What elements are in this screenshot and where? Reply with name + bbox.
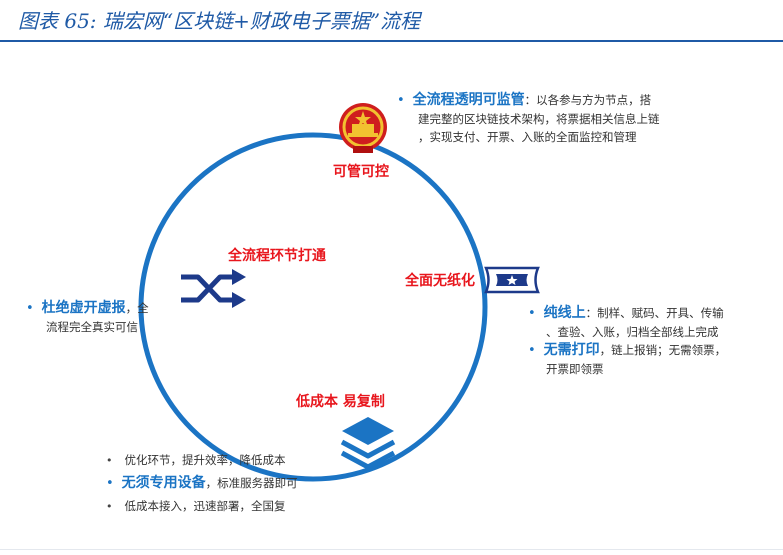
note-top-highlight: 全流程透明可监管 bbox=[412, 92, 525, 108]
bottom-divider bbox=[0, 549, 783, 550]
note-right-item2-highlight: 无需打印 bbox=[543, 342, 600, 358]
bullet-icon: • bbox=[528, 343, 536, 358]
note-left: • 杜绝虚开虚报，全 流程完全真实可信 bbox=[26, 299, 149, 336]
note-top: • 全流程透明可监管：以各参与方为节点，搭 建完整的区块链技术架构，将票据相关信息… bbox=[397, 91, 660, 146]
bullet-icon: • bbox=[397, 93, 405, 108]
label-top-controllable: 可管可控 bbox=[333, 164, 389, 180]
note-right: • 纯线上：制样、赋码、开具、传输 、查验、入账，归档全部线上完成 • 无需打印，链… bbox=[528, 304, 726, 378]
label-left-full-process: 全流程环节打通 bbox=[228, 248, 326, 264]
cycle-ring bbox=[138, 132, 488, 482]
label-right-paperless: 全面无纸化 bbox=[405, 273, 475, 289]
note-top-line2: 建完整的区块链技术架构，将票据相关信息上链 bbox=[418, 112, 660, 126]
label-bottom-low-cost: 低成本 易复制 bbox=[296, 394, 385, 410]
note-right-item1-highlight: 纯线上 bbox=[543, 305, 586, 321]
figure-title: 图表 65: 瑞宏网“区块链+财政电子票据”流程 bbox=[18, 9, 421, 33]
note-right-item1-line2: 、查验、入账，归档全部线上完成 bbox=[546, 325, 719, 339]
bullet-icon: • bbox=[528, 306, 536, 321]
title-divider bbox=[0, 40, 783, 42]
note-bottom-item1: 优化环节，提升效率，降低成本 bbox=[124, 453, 286, 467]
note-left-line2: 流程完全真实可信 bbox=[46, 320, 138, 334]
note-right-item1-rest: ：制样、赋码、开具、传输 bbox=[585, 306, 724, 320]
layers-stack-icon bbox=[340, 417, 396, 470]
bullet-icon: • bbox=[106, 454, 113, 467]
shuffle-arrows-icon bbox=[181, 269, 246, 308]
bullet-icon: • bbox=[106, 500, 113, 513]
note-right-item2-rest: ，链上报销；无需领票， bbox=[599, 343, 727, 357]
bullet-icon: • bbox=[106, 476, 114, 491]
note-bottom-item2-highlight: 无须专用设备 bbox=[121, 475, 206, 491]
bullet-icon: • bbox=[26, 301, 34, 316]
note-top-line3: ，实现支付、开票、入账的全面监控和管理 bbox=[418, 130, 637, 144]
note-top-line1: ：以各参与方为节点，搭 bbox=[524, 93, 652, 107]
note-right-item2-line2: 开票即领票 bbox=[546, 362, 604, 376]
ticket-icon bbox=[484, 266, 540, 294]
note-bottom-item2-rest: ，标准服务器即可 bbox=[205, 476, 298, 490]
note-left-highlight: 杜绝虚开虚报 bbox=[41, 300, 126, 316]
note-left-line1: ，全 bbox=[125, 301, 149, 315]
national-emblem-icon bbox=[339, 103, 387, 153]
note-bottom-item3: 低成本接入，迅速部署，全国复 bbox=[124, 499, 286, 513]
note-bottom: • 优化环节，提升效率，降低成本 • 无须专用设备，标准服务器即可 • 低成本接入，迅… bbox=[106, 449, 298, 518]
